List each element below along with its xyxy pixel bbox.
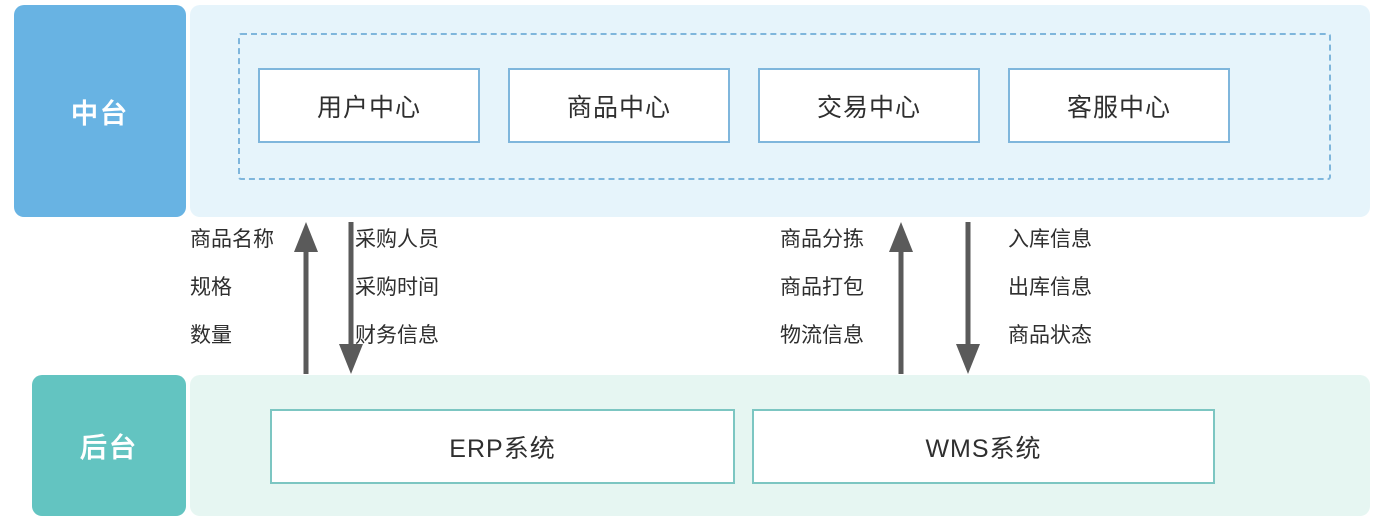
center-card-product[interactable]: 商品中心 bbox=[508, 68, 730, 143]
center-card-user[interactable]: 用户中心 bbox=[258, 68, 480, 143]
arrow-down-middle-to-erp-icon bbox=[338, 222, 364, 374]
arrow-up-wms-to-middle-icon bbox=[888, 222, 914, 374]
back-tier-label: 后台 bbox=[32, 375, 186, 516]
flow-label-item: 财务信息 bbox=[355, 324, 439, 347]
arrow-down-middle-to-wms-icon bbox=[955, 222, 981, 374]
flow-label-item: 商品名称 bbox=[190, 228, 274, 251]
center-card-trade[interactable]: 交易中心 bbox=[758, 68, 980, 143]
middle-tier-label: 中台 bbox=[14, 5, 186, 217]
system-card-wms[interactable]: WMS系统 bbox=[752, 409, 1215, 484]
flow-label-item: 采购人员 bbox=[355, 228, 439, 251]
flow-labels-middle-to-erp: 采购人员 采购时间 财务信息 bbox=[355, 228, 439, 348]
middle-tier-card-list: 用户中心 商品中心 交易中心 客服中心 bbox=[258, 68, 1230, 143]
flow-label-item: 商品分拣 bbox=[780, 228, 864, 251]
system-card-erp[interactable]: ERP系统 bbox=[270, 409, 735, 484]
flow-label-item: 出库信息 bbox=[1008, 276, 1092, 299]
flow-label-item: 物流信息 bbox=[780, 324, 864, 347]
flow-label-item: 采购时间 bbox=[355, 276, 439, 299]
flow-labels-middle-to-wms: 入库信息 出库信息 商品状态 bbox=[1008, 228, 1092, 348]
flow-label-item: 数量 bbox=[190, 324, 232, 347]
flow-label-item: 入库信息 bbox=[1008, 228, 1092, 251]
flow-labels-erp-to-middle: 商品名称 规格 数量 bbox=[190, 228, 274, 348]
flow-label-item: 规格 bbox=[190, 276, 232, 299]
middle-tier-group-container bbox=[238, 33, 1331, 180]
flow-label-item: 商品打包 bbox=[780, 276, 864, 299]
center-card-service[interactable]: 客服中心 bbox=[1008, 68, 1230, 143]
arrow-up-erp-to-middle-icon bbox=[293, 222, 319, 374]
flow-labels-wms-to-middle: 商品分拣 商品打包 物流信息 bbox=[780, 228, 864, 348]
flow-label-item: 商品状态 bbox=[1008, 324, 1092, 347]
